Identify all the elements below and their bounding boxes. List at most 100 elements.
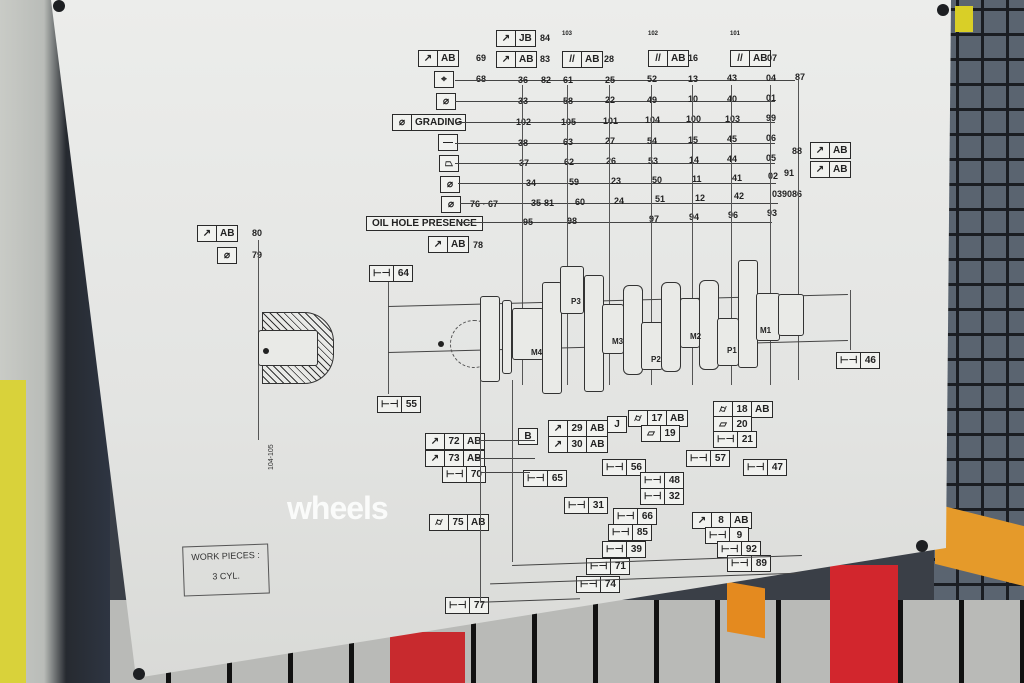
length-frame-31: ⊢⊣31 <box>564 497 609 514</box>
leader-line <box>480 380 481 602</box>
length-icon: ⊢⊣ <box>690 453 708 464</box>
length-frame-65: ⊢⊣65 <box>523 470 568 487</box>
length-icon: ⊢⊣ <box>644 491 662 502</box>
runout-icon: ↗ <box>423 53 433 64</box>
oil-hole-presence-label: OIL HOLE PRESENCE <box>366 216 483 231</box>
runout-icon: ↗ <box>202 228 212 239</box>
flange <box>480 296 500 382</box>
web <box>623 285 643 375</box>
diameter-icon: ⌀ <box>398 117 406 128</box>
diameter-icon: ⌀ <box>223 250 231 261</box>
dimension-line <box>480 472 530 473</box>
parallelism-icon: // <box>737 53 743 64</box>
taper-icon: ⏢ <box>445 158 453 169</box>
runout-frame-80: ↗AB <box>197 225 239 242</box>
row-line <box>460 222 772 223</box>
wheels-watermark: wheels <box>287 490 389 526</box>
row-line <box>458 183 776 184</box>
length-frame-46: ⊢⊣46 <box>836 352 881 369</box>
runout-frame-78: ↗AB <box>428 236 470 253</box>
screw-icon <box>937 4 949 16</box>
length-frame-55: ⊢⊣55 <box>377 396 422 413</box>
diameter-frame: ⌀ <box>440 176 460 193</box>
position-frame: ⌖ <box>434 71 454 88</box>
parallelism-frame-07: //AB <box>730 50 772 67</box>
length-frame-9: ⊢⊣9 <box>705 527 750 544</box>
measure-point <box>263 348 269 354</box>
pin-p3 <box>560 266 584 314</box>
runout-icon: ↗ <box>433 239 443 250</box>
leader-line <box>798 80 799 380</box>
nose <box>778 294 804 336</box>
length-frame-21: ⊢⊣21 <box>713 431 758 448</box>
length-icon: ⊢⊣ <box>527 473 545 484</box>
straightness-frame: — <box>438 134 458 151</box>
cylindricity-icon: ⌭ <box>435 517 443 528</box>
length-icon: ⊢⊣ <box>590 561 608 572</box>
length-frame-47: ⊢⊣47 <box>743 459 788 476</box>
runout-icon: ↗ <box>553 439 563 450</box>
red-sign-panel-small <box>390 632 465 683</box>
runout-frame-91: ↗AB <box>810 161 852 178</box>
length-icon: ⊢⊣ <box>617 511 635 522</box>
runout-icon: ↗ <box>815 164 825 175</box>
diameter-frame: ⌀ <box>441 196 461 213</box>
datum-b: B <box>518 428 538 445</box>
datum-j: J <box>607 416 627 433</box>
dimension-line <box>388 282 389 394</box>
work-pieces-box: WORK PIECES : 3 CYL. <box>182 543 270 597</box>
length-icon: ⊢⊣ <box>446 469 464 480</box>
length-frame-66: ⊢⊣66 <box>613 508 658 525</box>
yellow-guard-strip <box>0 380 26 683</box>
measure-point <box>438 341 444 347</box>
length-icon: ⊢⊣ <box>568 500 586 511</box>
diameter-icon: ⌀ <box>442 96 450 107</box>
runout-icon: ↗ <box>430 453 440 464</box>
length-icon: ⊢⊣ <box>449 600 467 611</box>
diameter-icon: ⌀ <box>447 199 455 210</box>
length-frame-85: ⊢⊣85 <box>608 524 653 541</box>
length-icon: ⊢⊣ <box>717 434 735 445</box>
journal-m3 <box>602 304 624 354</box>
diameter-frame: ⌀ <box>436 93 456 110</box>
runout-frame-84: ↗JB <box>496 30 536 47</box>
dimension-line <box>850 290 851 350</box>
length-frame-39: ⊢⊣39 <box>602 541 647 558</box>
parallelism-frame-16: //AB <box>648 50 690 67</box>
flatness-icon: ▱ <box>719 419 727 430</box>
screw-icon <box>133 668 145 680</box>
length-icon: ⊢⊣ <box>747 462 765 473</box>
flatness-frame-19: ▱19 <box>641 425 680 442</box>
gear <box>502 300 512 374</box>
screw-icon <box>53 0 65 12</box>
position-icon: ⌖ <box>441 74 447 85</box>
work-pieces-label: WORK PIECES : <box>191 549 260 563</box>
runout-icon: ↗ <box>553 423 563 434</box>
leader-line <box>651 85 652 385</box>
runout-icon: ↗ <box>501 33 511 44</box>
drawing-board <box>51 0 951 678</box>
length-frame-32: ⊢⊣32 <box>640 488 685 505</box>
parallelism-frame-28: //AB <box>562 51 604 68</box>
leader-line <box>567 85 568 385</box>
length-icon: ⊢⊣ <box>606 544 624 555</box>
length-icon: ⊢⊣ <box>644 475 662 486</box>
cylindricity-icon: ⌭ <box>719 404 727 415</box>
row-line <box>455 143 775 144</box>
length-frame-77: ⊢⊣77 <box>445 597 490 614</box>
pin-p1 <box>717 318 739 366</box>
runout-frame-88: ↗AB <box>810 142 852 159</box>
length-frame-64: ⊢⊣64 <box>369 265 414 282</box>
length-icon: ⊢⊣ <box>612 527 630 538</box>
leader-line <box>609 85 610 385</box>
leader-line <box>692 85 693 385</box>
work-pieces-value: 3 CYL. <box>212 570 241 582</box>
runout-icon: ↗ <box>815 145 825 156</box>
leader-line <box>770 85 771 385</box>
row-line <box>460 203 778 204</box>
orange-fixture <box>727 581 765 639</box>
